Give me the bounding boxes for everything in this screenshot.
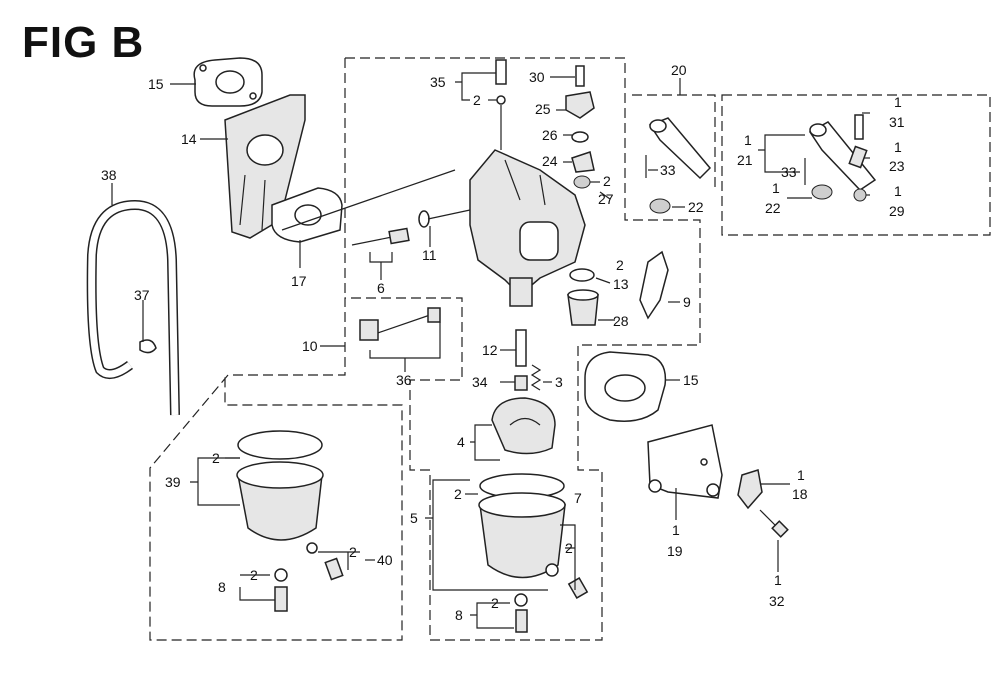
valve-11 xyxy=(418,209,471,228)
callout-1-22-count: 1 xyxy=(772,180,780,196)
label-15-right: 15 xyxy=(683,372,699,388)
callout-1-29-count: 1 xyxy=(894,183,902,199)
callout-1-29-part: 29 xyxy=(889,203,905,219)
label-24: 24 xyxy=(542,153,558,169)
screw-30 xyxy=(565,65,595,189)
label-22-a: 22 xyxy=(688,199,704,215)
label-37: 37 xyxy=(134,287,150,303)
float-28 xyxy=(567,289,599,326)
jet-34 xyxy=(514,375,528,391)
label-2-a: 2 xyxy=(473,92,481,108)
label-28: 28 xyxy=(613,313,629,329)
callout-1-32-count: 1 xyxy=(774,572,782,588)
label-27: 27 xyxy=(598,191,614,207)
label-20: 20 xyxy=(671,62,687,78)
gasket-15-top xyxy=(193,57,263,107)
callout-1-18-count: 1 xyxy=(797,467,805,483)
label-2-f: 2 xyxy=(250,567,258,583)
callout-1-19-count: 1 xyxy=(672,522,680,538)
label-6: 6 xyxy=(377,280,385,296)
float-4 xyxy=(491,397,556,455)
callout-1-31-count: 1 xyxy=(894,94,902,110)
o-ring-13 xyxy=(569,268,595,282)
label-4: 4 xyxy=(457,434,465,450)
leader-lines xyxy=(111,72,870,629)
float-bowl-5 xyxy=(478,473,589,633)
callout-1-18-part: 18 xyxy=(792,486,808,502)
label-2-e: 2 xyxy=(349,544,357,560)
label-26: 26 xyxy=(542,127,558,143)
label-34: 34 xyxy=(472,374,488,390)
carburetor-body xyxy=(281,149,586,307)
label-2-i: 2 xyxy=(491,595,499,611)
label-8-b: 8 xyxy=(455,607,463,623)
fuel-tube-38 xyxy=(86,199,180,416)
pilot-screw-36 xyxy=(359,307,441,341)
label-40: 40 xyxy=(377,552,393,568)
callout-1-19-part: 19 xyxy=(667,543,683,559)
label-14: 14 xyxy=(181,131,197,147)
label-2-g: 2 xyxy=(454,486,462,502)
callout-1-21-part: 21 xyxy=(737,152,753,168)
right-lever-boundary xyxy=(721,94,991,236)
callout-labels: 38 37 15 14 17 35 2 30 25 26 24 2 27 20 … xyxy=(101,62,905,623)
label-9: 9 xyxy=(683,294,691,310)
label-36: 36 xyxy=(396,372,412,388)
callout-1-32-part: 32 xyxy=(769,593,785,609)
bracket-19 xyxy=(647,424,723,499)
label-2-b: 2 xyxy=(603,173,611,189)
lever-21 xyxy=(804,114,877,202)
label-3: 3 xyxy=(555,374,563,390)
label-2-c: 2 xyxy=(616,257,624,273)
label-11: 11 xyxy=(422,247,437,263)
label-15-top: 15 xyxy=(148,76,164,92)
label-5: 5 xyxy=(410,510,418,526)
lever-group-boundary xyxy=(632,94,716,188)
spring-3 xyxy=(530,364,542,391)
label-33-b: 33 xyxy=(781,164,797,180)
insulator-14 xyxy=(224,94,306,239)
label-30: 30 xyxy=(529,69,545,85)
label-38: 38 xyxy=(101,167,117,183)
clip-18 xyxy=(737,469,763,510)
label-35: 35 xyxy=(430,74,446,90)
jet-12 xyxy=(515,329,527,367)
label-13: 13 xyxy=(613,276,629,292)
carburetor-group-boundary xyxy=(149,57,701,641)
gasket-15-right xyxy=(584,351,667,422)
label-25: 25 xyxy=(535,101,551,117)
screw-6 xyxy=(351,227,410,246)
label-12: 12 xyxy=(482,342,498,358)
label-33-a: 33 xyxy=(660,162,676,178)
clip-37 xyxy=(139,339,157,354)
label-8-a: 8 xyxy=(218,579,226,595)
float-bowl-39 xyxy=(236,430,344,612)
screw-35 xyxy=(495,59,507,150)
callout-1-31-part: 31 xyxy=(889,114,905,130)
callout-1-21-count: 1 xyxy=(744,132,752,148)
label-2-d: 2 xyxy=(212,450,220,466)
gasket-17 xyxy=(271,187,343,243)
label-10: 10 xyxy=(302,338,318,354)
label-2-h: 2 xyxy=(565,540,573,556)
callout-1-22-part: 22 xyxy=(765,200,781,216)
figure-title: FIG B xyxy=(22,18,145,67)
callout-1-23-count: 1 xyxy=(894,139,902,155)
screw-32 xyxy=(759,509,789,538)
label-17: 17 xyxy=(291,273,307,289)
float-arm-9 xyxy=(639,250,669,320)
lever-20 xyxy=(645,117,712,214)
label-7: 7 xyxy=(574,490,582,506)
callout-1-23-part: 23 xyxy=(889,158,905,174)
label-39: 39 xyxy=(165,474,181,490)
